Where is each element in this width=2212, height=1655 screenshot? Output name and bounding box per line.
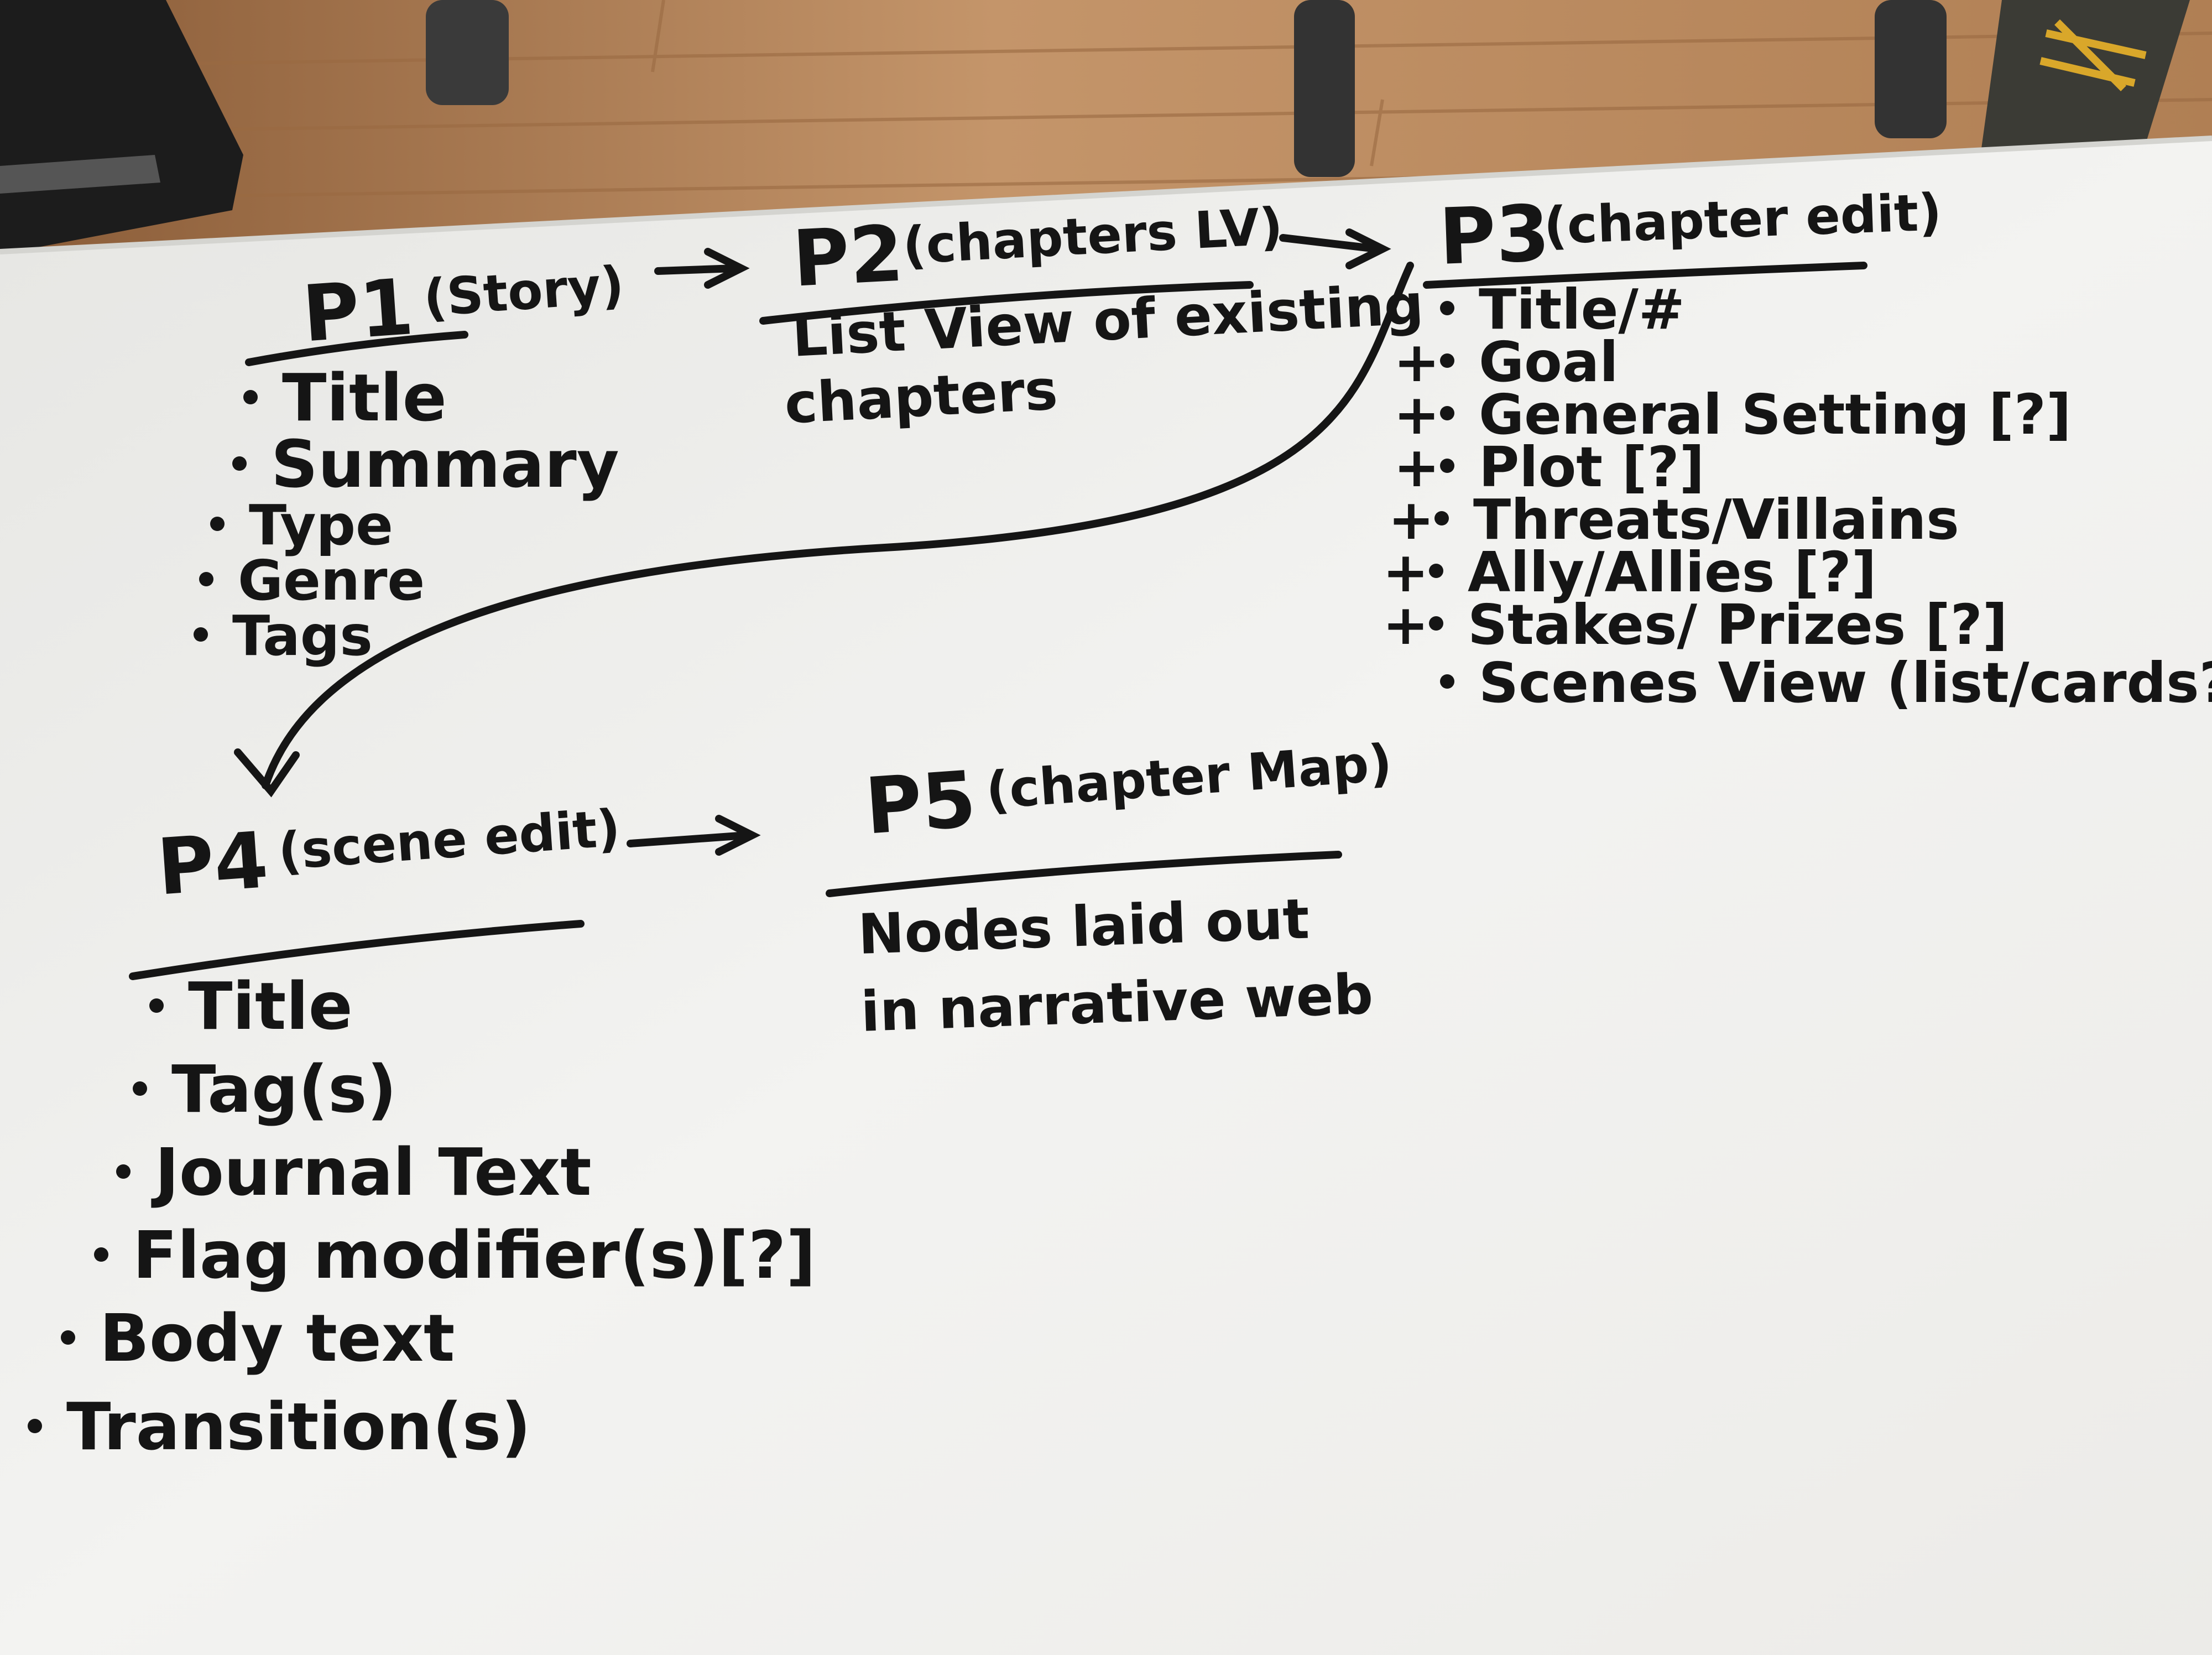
chair-leg	[1875, 0, 1947, 138]
arrow-p3-p4-head	[234, 748, 300, 798]
list-item-label: Body text	[100, 1300, 455, 1376]
backpack-strap	[0, 155, 160, 194]
list-item-label: Plot [?]	[1479, 435, 1705, 499]
list-item: Summary	[232, 431, 619, 497]
p1-heading: P1	[299, 262, 416, 360]
list-item: Tags	[194, 608, 373, 664]
list-item: +Stakes/ Prizes [?]	[1383, 592, 2008, 657]
list-item: Scenes View (list/cards?)	[1394, 655, 2212, 711]
list-item-label: Title	[188, 968, 353, 1044]
arrow-p1-p2	[654, 248, 750, 289]
list-item: Body text	[61, 1305, 455, 1371]
ink-strokes	[129, 228, 1867, 980]
chair-leg	[426, 0, 509, 105]
list-item: Flag modifier(s)[?]	[94, 1222, 816, 1288]
list-item-label: Genre	[238, 548, 425, 613]
list-item: +Threats/Villains	[1388, 487, 1959, 552]
p2-underline	[759, 281, 1254, 325]
list-item-label: Transition(s)	[66, 1388, 531, 1465]
p3-subtitle: (chapter edit)	[1542, 183, 1943, 256]
list-item-label: Summary	[271, 426, 619, 502]
p4-underline	[129, 920, 585, 980]
list-item-label: Scenes View (list/cards?)	[1479, 650, 2212, 715]
shoe	[1980, 0, 2190, 160]
list-item-label: Journal Text	[155, 1134, 592, 1210]
p5-description-line: Nodes laid out	[857, 886, 1311, 967]
p5-description-line: in narrative web	[859, 961, 1374, 1044]
list-item: +Plot [?]	[1394, 435, 1705, 499]
list-item: +Goal	[1394, 330, 1619, 394]
list-item: +Ally/Allies [?]	[1383, 540, 1877, 605]
p5-underline	[826, 851, 1342, 897]
list-item: Genre	[199, 553, 425, 608]
list-item-label: Title/#	[1479, 277, 1685, 342]
shoe-laces	[2039, 19, 2147, 91]
list-item-label: Tag(s)	[171, 1051, 397, 1127]
p1-underline	[245, 331, 468, 366]
list-item: +General Setting [?]	[1394, 382, 2072, 447]
p5-heading: P5	[862, 754, 979, 852]
list-item: Tag(s)	[133, 1057, 397, 1122]
list-item-label: Stakes/ Prizes [?]	[1468, 592, 2008, 657]
list-item-label: Title	[282, 360, 447, 436]
chair-leg	[1294, 0, 1355, 177]
list-item: Journal Text	[116, 1139, 592, 1205]
p3-heading: P3	[1437, 189, 1552, 283]
list-item: Type	[210, 498, 393, 553]
list-item: Title	[149, 974, 353, 1039]
list-item: Title	[243, 365, 447, 430]
arrow-p4-p5	[627, 815, 761, 856]
arrow-p2-p3	[1279, 228, 1391, 269]
list-item-label: Tags	[232, 603, 373, 668]
p3-underline	[1423, 262, 1867, 289]
arrow-p3-p4	[262, 262, 1414, 789]
list-item-label: Type	[249, 493, 393, 558]
list-item: Title/#	[1394, 282, 1685, 337]
backpack	[0, 0, 243, 254]
list-item-label: Flag modifier(s)[?]	[133, 1217, 816, 1293]
p4-heading: P4	[154, 815, 272, 913]
p2-description-line: chapters	[782, 357, 1060, 436]
list-item: Transition(s)	[28, 1394, 531, 1459]
list-item-label: General Setting [?]	[1479, 382, 2072, 447]
list-item-label: Goal	[1479, 330, 1619, 394]
whiteboard-edge	[0, 136, 2212, 254]
p2-heading: P2	[790, 209, 906, 305]
p1-subtitle: (Story)	[421, 255, 626, 329]
whiteboard-surface	[0, 138, 2212, 1655]
list-item-label: Threats/Villains	[1473, 487, 1959, 552]
list-item-label: Ally/Allies [?]	[1468, 540, 1877, 605]
